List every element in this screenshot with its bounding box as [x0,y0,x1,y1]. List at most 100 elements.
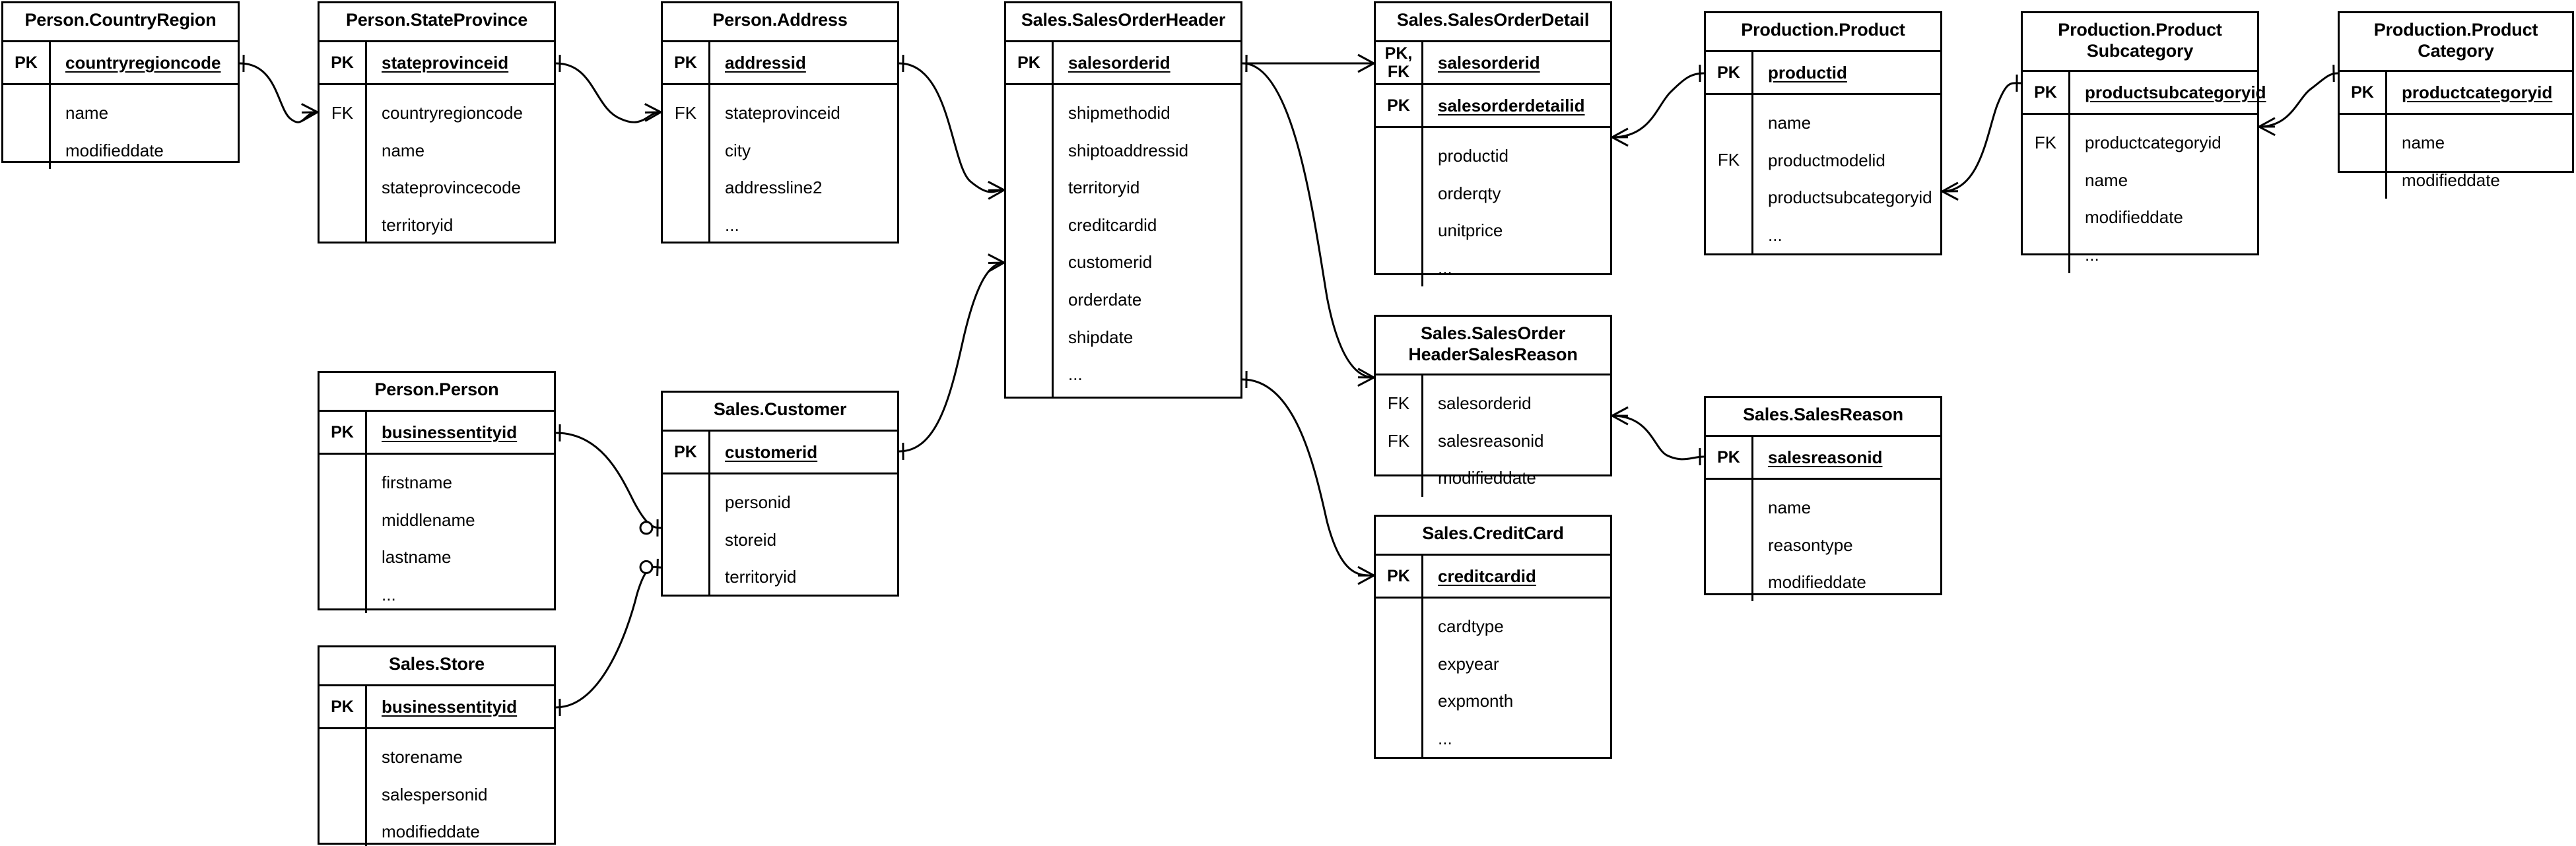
attribute-field: ... [1068,364,1083,385]
relationship-sales_salesorderheader-to-sales_salesorderdetail[interactable] [1242,53,1374,73]
key-field-cell: creditcardid [1423,556,1610,597]
key-row[interactable]: PK salesorderdetailid [1376,85,1610,128]
attribute-key-column: FK [2023,115,2070,274]
attribute-key-column [663,474,710,596]
relationship-person_address-to-sales_salesorderheader[interactable] [898,55,1005,200]
relationship-line [1242,378,1374,577]
key-tag: PK [3,42,51,83]
attribute-field: name [65,103,109,123]
relationship-sales_salesorderdetail-to-production_product[interactable] [1611,65,1705,147]
attribute-field: productsubcategoryid [1768,187,1932,208]
key-tag: PK [1376,556,1423,597]
relationship-person_person-to-sales_customer[interactable] [555,424,661,537]
key-row[interactable]: PK creditcardid [1376,556,1610,599]
attribute-key-column [1376,128,1423,287]
attribute-field: productid [1438,146,1508,166]
key-field-cell: salesreasonid [1753,437,1940,478]
primary-key-field: salesorderdetailid [1438,95,1585,115]
cardinality-marker-many [1357,566,1374,585]
primary-key-field: countryregioncode [65,52,221,73]
attribute-field: reasontype [1768,535,1853,555]
attribute-field: unitprice [1438,220,1503,241]
relationship-sales_customer-to-sales_salesorderheader[interactable] [898,253,1005,460]
relationship-sales_salesorderheader-to-sales_sohsalesreason[interactable] [1242,55,1374,387]
attribute-key-column [1376,599,1423,758]
attribute-key-tag: FK [331,103,354,123]
attribute-key-column [1706,480,1753,601]
attribute-field: productcategoryid [2085,133,2221,152]
relationship-person_stateprovince-to-person_address[interactable] [555,55,661,123]
key-tag: PK [663,42,710,83]
relationship-line [2258,72,2338,128]
relationship-line [555,566,661,709]
relationship-sales_store-to-sales_customer[interactable] [555,558,661,716]
key-field-cell: salesorderid [1054,42,1240,83]
attribute-field: creditcardid [1068,214,1157,235]
entity-title: Production.Product [1706,13,1940,52]
key-tag: PK [1376,85,1423,126]
relationship-sales_salesorderheader-to-sales_creditcard[interactable] [1242,371,1374,585]
cardinality-marker-zero-one [639,558,659,576]
attribute-field: customerid [1068,252,1153,273]
attribute-field: lastname [382,547,452,568]
relationship-production_product-to-production_productsubcategory[interactable] [1942,74,2021,201]
attribute-field: salespersonid [382,784,488,804]
key-row[interactable]: PK countryregioncode [3,42,238,85]
entity-title: Sales.SalesOrder HeaderSalesReason [1376,317,1610,375]
attribute-key-column [3,85,51,170]
relationship-person_countryregion-to-person_stateprovince[interactable] [239,55,318,123]
attribute-field: modifieddate [382,822,480,842]
key-tag: PK [2023,72,2070,113]
primary-key-field: creditcardid [1438,566,1536,586]
key-field-cell: productcategoryid [2387,72,2572,113]
relationship-production_productsubcategory-to-production_productcategory[interactable] [2258,65,2338,137]
key-field-cell: productid [1753,52,1940,93]
attribute-field: modifieddate [1438,468,1536,488]
attribute-key-column: FK [663,85,710,244]
relationship-sales_sohsalesreason-to-sales_salesreason[interactable] [1611,406,1705,466]
key-field-cell: productsubcategoryid [2070,72,2266,113]
